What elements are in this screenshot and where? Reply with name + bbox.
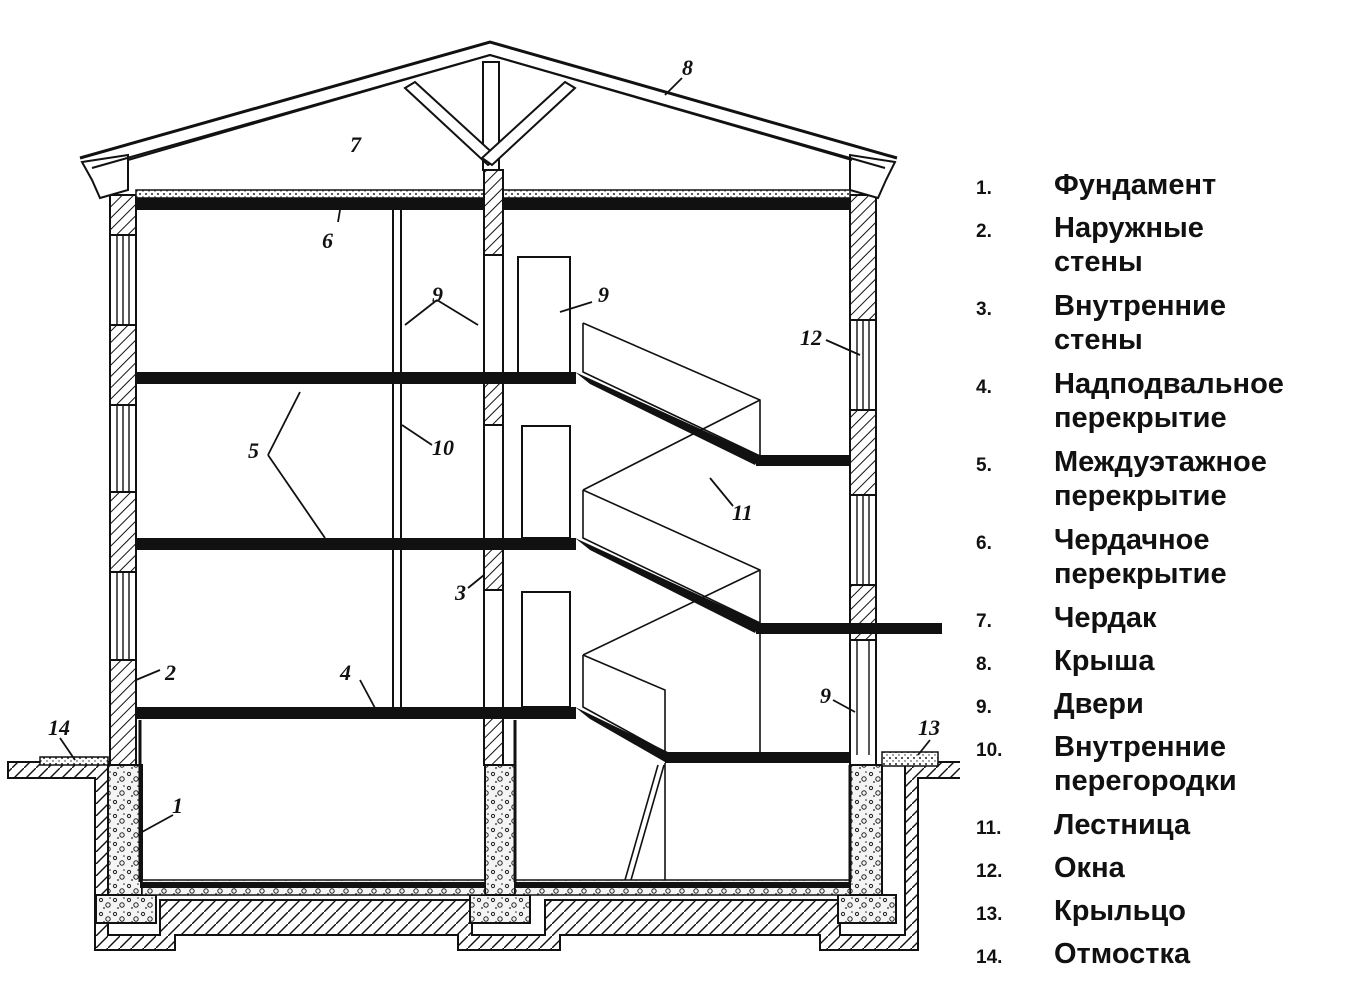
legend-number: 13. — [976, 904, 1003, 925]
building-section-drawing: 1 2 3 4 5 6 7 8 9 9 9 10 11 12 13 14 — [7, 40, 960, 951]
legend-label: Чердачное перекрытие — [1054, 524, 1227, 590]
callout-13: 13 — [918, 715, 940, 740]
legend-number: 3. — [976, 299, 992, 320]
legend-item: 9. Двери — [976, 687, 1361, 730]
legend-item: 4. Надподвальное перекрытие — [976, 367, 1361, 445]
legend-item: 2. Наружные стены — [976, 211, 1361, 289]
legend-number: 10. — [976, 740, 1003, 761]
legend-label: Надподвальное перекрытие — [1054, 368, 1284, 434]
landing-slab — [756, 455, 850, 466]
window-left — [116, 235, 130, 660]
legend-label: Окна — [1054, 852, 1125, 884]
legend-number: 12. — [976, 861, 1003, 882]
legend-item: 5. Междуэтажное перекрытие — [976, 445, 1361, 523]
callout-11: 11 — [732, 500, 753, 525]
legend-label: Лестница — [1054, 809, 1191, 841]
legend-item: 11. Лестница — [976, 808, 1361, 851]
porch — [881, 751, 939, 767]
callout-6: 6 — [322, 228, 333, 253]
ground-soil — [7, 761, 960, 951]
door — [517, 256, 571, 708]
legend-label: Чердак — [1054, 602, 1157, 634]
landing-slab — [665, 752, 850, 763]
legend-label: Отмостка — [1054, 938, 1191, 970]
legend-item: 3. Внутренние стены — [976, 289, 1361, 367]
legend-number: 9. — [976, 697, 992, 718]
legend-item: 13. Крыльцо — [976, 894, 1361, 937]
callout-12: 12 — [800, 325, 822, 350]
interior-wall — [483, 169, 504, 766]
callout-7: 7 — [350, 132, 362, 157]
legend-label: Фундамент — [1054, 169, 1217, 201]
window-right — [856, 320, 870, 755]
roof — [79, 40, 898, 169]
legend-number: 6. — [976, 533, 992, 554]
landing-slab — [756, 623, 942, 634]
legend-number: 5. — [976, 455, 992, 476]
legend-label: Наружные стены — [1054, 212, 1204, 278]
cornice-left — [80, 153, 129, 200]
legend-number: 14. — [976, 947, 1003, 968]
staircase — [575, 322, 761, 881]
legend-item: 6. Чердачное перекрытие — [976, 523, 1361, 601]
callout-9a: 9 — [432, 282, 443, 307]
callout-10: 10 — [432, 435, 454, 460]
callout-9b: 9 — [598, 282, 609, 307]
callout-9c: 9 — [820, 683, 831, 708]
legend-number: 4. — [976, 377, 992, 398]
callout-2: 2 — [164, 660, 176, 685]
callout-labels: 1 2 3 4 5 6 7 8 9 9 9 10 11 12 13 14 — [48, 55, 940, 818]
legend-number: 2. — [976, 221, 992, 242]
exterior-wall-right — [849, 194, 877, 765]
cornice-right — [849, 153, 897, 200]
legend-label: Крыльцо — [1054, 895, 1186, 927]
legend-number: 11. — [976, 818, 1002, 839]
legend-item: 10. Внутренние перегородки — [976, 730, 1361, 808]
callout-14: 14 — [48, 715, 70, 740]
legend-item: 8. Крыша — [976, 644, 1361, 687]
legend-number: 1. — [976, 178, 992, 199]
legend-item: 1. Фундамент — [976, 168, 1361, 211]
basement-floor — [140, 882, 485, 888]
legend-item: 14. Отмостка — [976, 937, 1361, 980]
exterior-wall-left — [109, 194, 137, 766]
interior-partition — [392, 210, 402, 708]
callout-8: 8 — [682, 55, 693, 80]
legend-label: Внутренние перегородки — [1054, 731, 1237, 797]
legend-number: 8. — [976, 654, 992, 675]
interfloor-slab — [136, 372, 576, 384]
legend-label: Междуэтажное перекрытие — [1054, 446, 1267, 512]
callout-5: 5 — [248, 438, 259, 463]
legend-label: Внутренние стены — [1054, 290, 1226, 356]
legend-number: 7. — [976, 611, 992, 632]
interfloor-slab — [136, 538, 576, 550]
legend-item: 12. Окна — [976, 851, 1361, 894]
legend-label: Двери — [1054, 688, 1144, 720]
basement-ceiling-slab — [136, 707, 576, 719]
callout-1: 1 — [172, 793, 183, 818]
legend-item: 7. Чердак — [976, 601, 1361, 644]
legend-label: Крыша — [1054, 645, 1155, 677]
callout-leaders — [59, 77, 931, 833]
callout-4: 4 — [339, 660, 351, 685]
basement-wall — [138, 720, 852, 882]
roof-truss — [403, 61, 577, 171]
basement-floor — [515, 882, 850, 888]
legend: 1. Фундамент 2. Наружные стены 3. Внутре… — [976, 168, 1361, 980]
callout-3: 3 — [454, 580, 466, 605]
